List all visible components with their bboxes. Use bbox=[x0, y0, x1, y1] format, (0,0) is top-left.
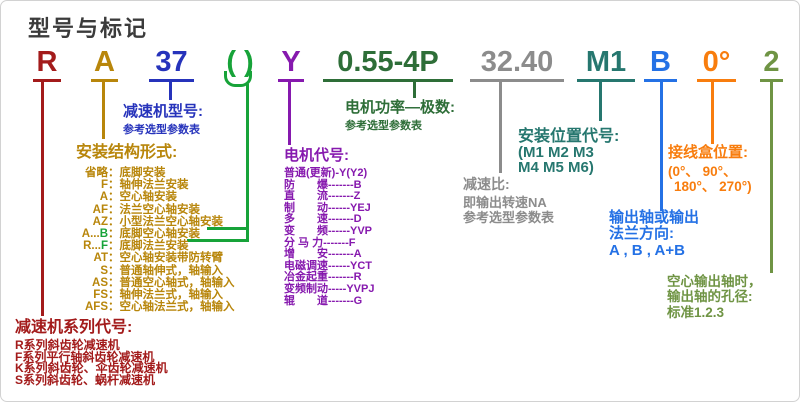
list-item: S：普通轴伸式，轴输入 bbox=[100, 264, 223, 277]
list-item: K系列斜齿轮、伞齿轮减速机 bbox=[15, 361, 168, 376]
insert-branch-line-f bbox=[187, 239, 249, 242]
position-line: (M1 M2 M3 bbox=[518, 144, 594, 161]
ratio-block: 减速比: 即输出转速NA 参考选型参数表 bbox=[463, 174, 554, 226]
output-line: 法兰方向: bbox=[609, 225, 674, 243]
motor-code-list: 普通(更新)-Y(Y2) 防 爆-------B 直 流-------Z 制 动… bbox=[284, 167, 375, 307]
insert-u-connector bbox=[224, 71, 252, 87]
code-ratio-value: 32.40 bbox=[470, 47, 564, 82]
power-title: 电机功率—极数: bbox=[345, 99, 455, 116]
list-item: 制 动------YEJ bbox=[284, 201, 371, 214]
motor-title: 电机代号: bbox=[284, 147, 349, 164]
code-bore-number: 2 bbox=[760, 47, 783, 82]
series-connector-line bbox=[41, 80, 44, 316]
mount-title: 安装结构形式: bbox=[76, 144, 178, 161]
junction-block: 接线盒位置: (0°、 90°、 180°、 270°) bbox=[668, 141, 752, 194]
ratio-title: 减速比: bbox=[463, 176, 510, 192]
junction-title: 接线盒位置: bbox=[668, 144, 748, 161]
output-connector-line bbox=[660, 80, 663, 211]
list-item: AS：普通空心轴式，轴输入 bbox=[92, 276, 235, 289]
model-connector-line bbox=[169, 80, 172, 100]
list-item: 辊 道-------G bbox=[284, 294, 363, 307]
mount-connector-line bbox=[102, 80, 105, 139]
bore-line: 标准1.2.3 bbox=[667, 304, 725, 320]
mount-block: 安装结构形式: 省略：底脚安装 F：轴伸法兰安装 A：空心轴安装 AF：法兰空心… bbox=[61, 138, 235, 313]
page-title: 型号与标记 bbox=[28, 16, 149, 41]
power-block: 电机功率—极数: 参考选型参数表 bbox=[345, 96, 455, 133]
code-mount-position: M1 bbox=[577, 47, 635, 82]
list-item: AF：法兰空心轴安装 bbox=[92, 203, 200, 216]
list-item: F：轴伸法兰安装 bbox=[100, 179, 189, 192]
bore-line: 空心输出轴时， bbox=[667, 274, 762, 289]
list-item: 增 安-------A bbox=[284, 248, 362, 261]
insert-connector-line bbox=[246, 84, 249, 242]
series-title: 减速机系列代号: bbox=[15, 319, 133, 336]
position-title: 安装位置代号: bbox=[518, 128, 620, 145]
ratio-line: 即输出转速NA bbox=[463, 195, 547, 210]
code-power-poles: 0.55-4P bbox=[323, 47, 453, 82]
list-item: F系列平行轴斜齿轮减速机 bbox=[15, 349, 155, 364]
position-connector-line bbox=[599, 80, 602, 121]
power-connector-line bbox=[413, 80, 416, 98]
list-item: AFS：空心轴法兰式，轴输入 bbox=[85, 301, 235, 314]
list-item: 普通(更新)-Y(Y2) bbox=[284, 167, 368, 179]
list-item: 防 爆-------B bbox=[284, 178, 362, 191]
insert-branch-line-b bbox=[207, 227, 249, 230]
list-item: 变 频------YVP bbox=[284, 224, 372, 237]
list-item: FS：轴伸法兰式，轴输入 bbox=[93, 289, 223, 302]
list-item: R系列斜齿轮减速机 bbox=[15, 338, 120, 352]
junction-line: 180°、 270°) bbox=[674, 179, 752, 194]
list-item: S系列斜齿轮、蜗杆减速机 bbox=[15, 373, 156, 388]
list-item: A：空心轴安装 bbox=[99, 191, 177, 204]
mount-options-list: 省略：底脚安装 F：轴伸法兰安装 A：空心轴安装 AF：法兰空心轴安装 AZ：小… bbox=[61, 167, 235, 313]
ratio-line: 参考选型参数表 bbox=[463, 209, 555, 225]
list-item: 省略：底脚安装 bbox=[85, 167, 166, 179]
list-item: A...B：底脚空心轴安装 bbox=[81, 228, 200, 241]
model-title: 减速机型号: bbox=[123, 103, 203, 120]
motor-block: 电机代号: 普通(更新)-Y(Y2) 防 爆-------B 直 流------… bbox=[284, 144, 374, 307]
list-item: 变频制动-----YVPJ bbox=[284, 282, 375, 295]
list-item: R...F：底脚法兰安装 bbox=[83, 240, 189, 253]
list-item: 冶金起重-------R bbox=[284, 271, 362, 284]
position-line: M4 M5 M6) bbox=[518, 158, 594, 176]
bore-connector-line bbox=[770, 80, 773, 273]
bore-block: 空心输出轴时， 输出轴的孔径: 标准1.2.3 bbox=[667, 274, 762, 320]
list-item: 分 马 力-------F bbox=[284, 236, 356, 249]
position-block: 安装位置代号: (M1 M2 M3 M4 M5 M6) bbox=[518, 122, 619, 176]
bore-line: 输出轴的孔径: bbox=[667, 289, 753, 305]
ratio-connector-line bbox=[499, 80, 502, 173]
model-sub: 参考选型参数表 bbox=[123, 124, 200, 136]
list-item: AT：空心轴安装带防转臂 bbox=[93, 252, 223, 265]
list-item: 电磁调速------YCT bbox=[284, 259, 372, 272]
code-model-size: 37 bbox=[149, 47, 194, 82]
output-line: A , B , A+B bbox=[609, 241, 685, 259]
output-block: 输出轴或输出 法兰方向: A , B , A+B bbox=[609, 209, 700, 259]
code-mount-letter: A bbox=[91, 47, 118, 82]
list-item: 多 速-------D bbox=[284, 213, 362, 226]
list-item: AZ：小型法兰空心轴安装 bbox=[92, 215, 223, 228]
output-line: 输出轴或输出 bbox=[609, 209, 700, 226]
power-sub: 参考选型参数表 bbox=[345, 120, 422, 132]
code-output-dir: B bbox=[644, 47, 677, 82]
junction-line: (0°、 90°、 bbox=[668, 164, 737, 179]
junction-connector-line bbox=[711, 80, 714, 144]
series-list: R系列斜齿轮减速机 F系列平行轴斜齿轮减速机 K系列斜齿轮、伞齿轮减速机 S系列… bbox=[15, 338, 168, 388]
code-series-letter: R bbox=[33, 47, 61, 82]
code-junction-angle: 0° bbox=[697, 47, 736, 82]
code-motor-letter: Y bbox=[278, 47, 304, 82]
model-block: 减速机型号: 参考选型参数表 bbox=[123, 100, 203, 137]
motor-connector-line bbox=[288, 80, 291, 145]
series-block: 减速机系列代号: R系列斜齿轮减速机 F系列平行轴斜齿轮减速机 K系列斜齿轮、伞… bbox=[15, 313, 168, 387]
list-item: 直 流-------Z bbox=[284, 190, 361, 203]
